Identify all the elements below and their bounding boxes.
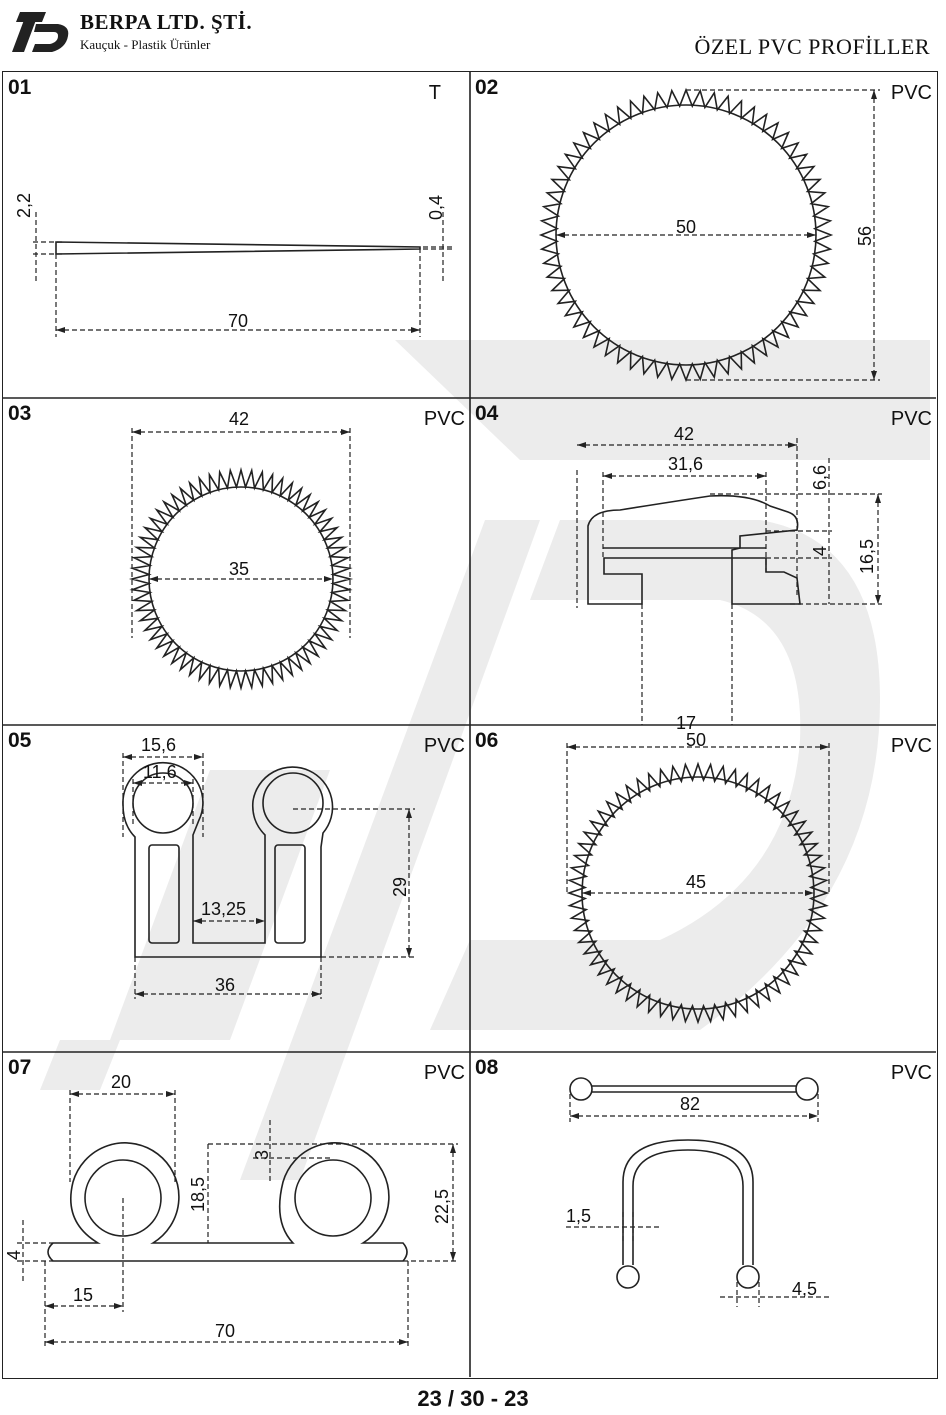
profile-material: PVC (890, 408, 932, 430)
dimension-label: 22,5 (432, 1188, 452, 1224)
profile-number: 06 (475, 729, 499, 752)
dimension-label: 0,4 (426, 194, 446, 220)
profile-cell-05: 05 PVC 15,6 11,6 29 13,25 36 (3, 725, 471, 1052)
dimension-label: 4,5 (792, 1279, 818, 1299)
dimension-label: 35 (229, 559, 250, 579)
profile-cell-07: 07 PVC 20 3 18,5 22,5 4 15 70 (3, 1052, 471, 1379)
dimension-label: 3 (252, 1149, 272, 1160)
dimension-label: 4 (4, 1249, 24, 1260)
profile-grid: 01 T 2,2 0,4 70 02 PVC 50 56 (2, 71, 938, 1379)
dimension-label: 45 (686, 872, 707, 892)
dimension-label: 82 (680, 1094, 701, 1114)
company-subtitle: Kauçuk - Plastik Ürünler (80, 37, 211, 52)
profile-cell-01: 01 T 2,2 0,4 70 (3, 72, 471, 399)
profile-number: 07 (8, 1056, 32, 1079)
dimension-label: 36 (215, 975, 236, 995)
dimension-label: 15,6 (141, 735, 177, 755)
profile-material: PVC (890, 735, 932, 757)
profile-material: PVC (423, 408, 465, 430)
dimension-label: 17 (676, 713, 697, 733)
document-title: ÖZEL PVC PROFİLLER (694, 34, 930, 59)
profile-number: 08 (475, 1056, 499, 1079)
profile-number: 05 (8, 729, 32, 752)
page-header: BERPA LTD. ŞTİ. Kauçuk - Plastik Ürünler… (0, 0, 946, 70)
dimension-label: 70 (228, 311, 249, 331)
profile-number: 02 (475, 76, 499, 99)
profile-drawing-06 (566, 743, 830, 1025)
dimension-label: 4 (810, 545, 830, 556)
dimension-label: 50 (676, 217, 697, 237)
dimension-label: 11,6 (143, 762, 177, 782)
dimension-label: 42 (674, 424, 695, 444)
profile-material: PVC (423, 735, 465, 757)
dimension-label: 15 (73, 1285, 94, 1305)
dimension-label: 2,2 (14, 192, 34, 218)
profile-drawing-04 (576, 438, 882, 725)
profile-drawing-07 (17, 1090, 458, 1347)
dimension-label: 20 (111, 1072, 132, 1092)
profile-cell-02: 02 PVC 50 56 (470, 72, 938, 399)
company-logo-icon (12, 12, 69, 52)
grid-lines (3, 72, 936, 1377)
dimension-label: 31,6 (668, 454, 704, 474)
dimension-label: 1,5 (566, 1206, 592, 1226)
dimension-label: 16,5 (857, 538, 877, 574)
dimension-label: 70 (215, 1321, 236, 1341)
dimension-label: 42 (229, 409, 250, 429)
profile-material: PVC (423, 1062, 465, 1084)
profile-number: 03 (8, 402, 32, 425)
dimension-label: 50 (686, 730, 707, 750)
profile-cell-04: 04 PVC 42 31,6 6,6 4 16,5 17 (470, 398, 938, 732)
profile-number: 04 (475, 402, 499, 425)
profile-cell-03: 03 PVC 42 35 (3, 398, 471, 725)
profile-drawing-02 (538, 87, 880, 383)
profile-material: T (428, 82, 441, 104)
page-code: 23 / 30 - 23 (417, 1386, 529, 1411)
profile-drawing-05 (122, 753, 415, 999)
profile-material: PVC (890, 82, 932, 104)
dimension-label: 18,5 (188, 1176, 208, 1212)
dimension-label: 13,25 (201, 899, 247, 919)
company-name: BERPA LTD. ŞTİ. (80, 10, 253, 34)
profile-drawing-03 (128, 428, 354, 692)
profile-cell-08: 08 PVC 82 1,5 4,5 (470, 1052, 938, 1379)
profile-number: 01 (8, 76, 32, 99)
profile-drawing-01 (33, 212, 453, 337)
profile-material: PVC (890, 1062, 932, 1084)
dimension-label: 29 (390, 876, 410, 897)
dimension-label: 6,6 (810, 464, 830, 490)
profile-cell-06: 06 PVC 50 45 (470, 725, 938, 1052)
dimension-label: 56 (855, 225, 875, 246)
profile-drawing-08 (566, 1077, 830, 1307)
